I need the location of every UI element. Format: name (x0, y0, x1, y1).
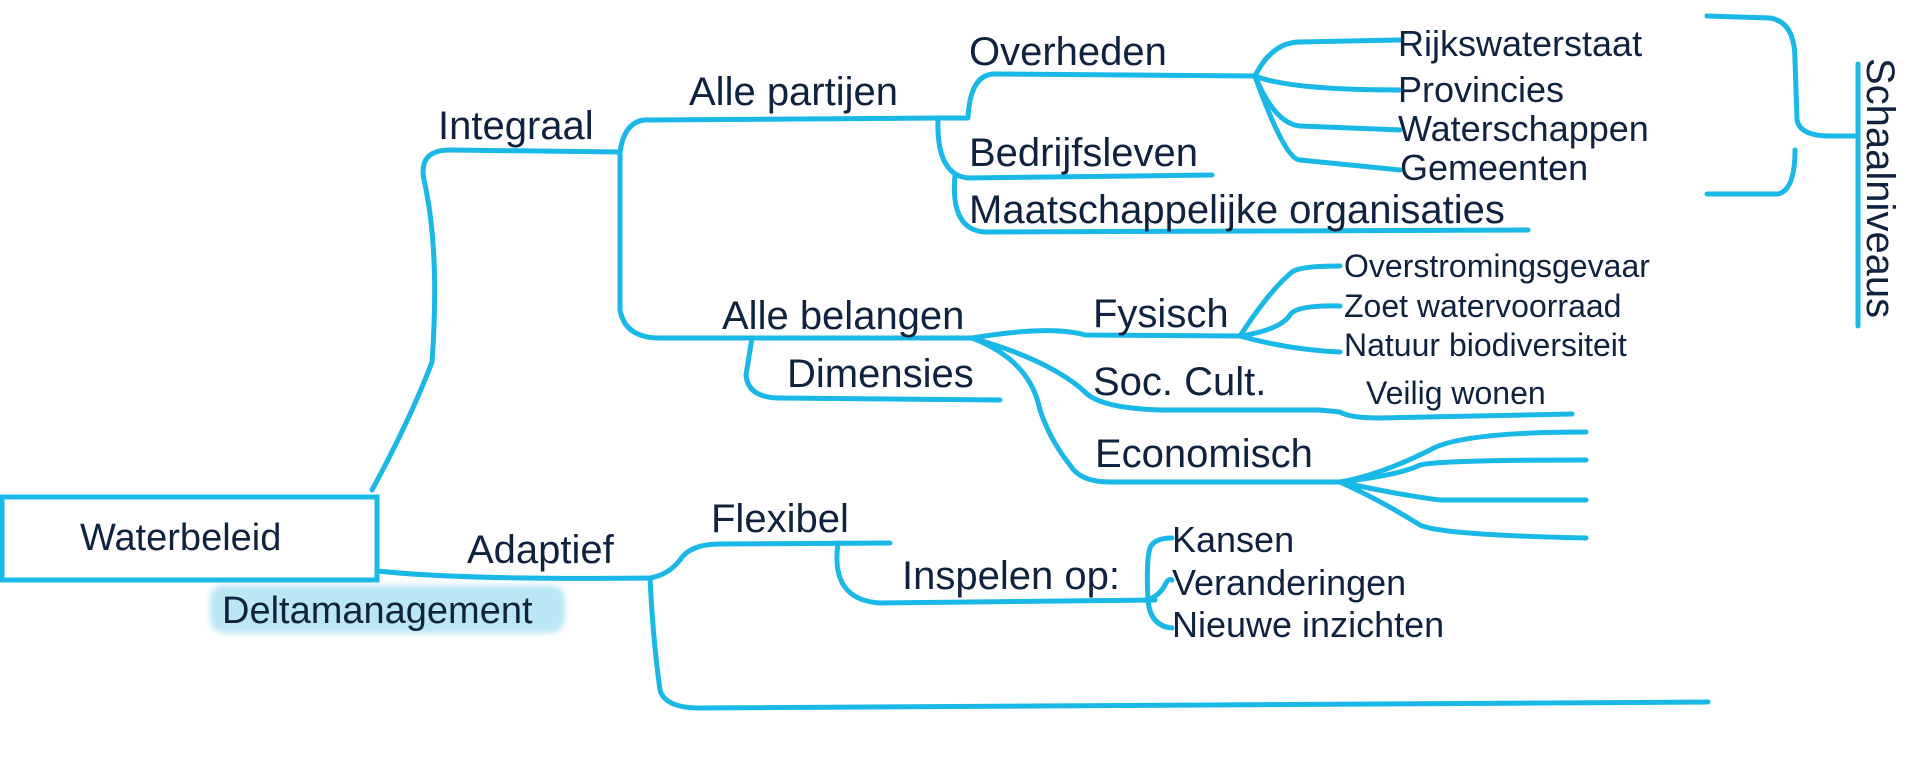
leaf-natuur-biodiversiteit: Natuur biodiversiteit (1344, 327, 1627, 363)
branch-overheden (935, 71, 1258, 121)
label-schaalniveaus: Schaalniveaus (1858, 58, 1902, 319)
branch-bedrijfsleven (935, 115, 1215, 181)
leaf-zoet-watervoorraad: Zoet watervoorraad (1344, 288, 1622, 324)
leaf-nieuwe-inzichten: Nieuwe inzichten (1172, 604, 1445, 645)
branch-zoet-watervoorraad (1237, 303, 1343, 339)
node-fysisch: Fysisch (1093, 292, 1229, 336)
branch-veilig-wonen (1337, 409, 1575, 421)
deltamanagement-highlight (210, 585, 565, 633)
node-dimensies: Dimensies (787, 352, 974, 396)
branch-economisch (969, 335, 1343, 485)
root-label: Waterbeleid (80, 517, 282, 559)
leaf-overstromingsgevaar: Overstromingsgevaar (1344, 248, 1650, 284)
branch-root-adaptief (375, 568, 653, 581)
leaf-provincies: Provincies (1398, 69, 1565, 110)
root-box (0, 494, 380, 583)
branch-economisch-leaf-4 (1337, 479, 1589, 541)
leaf-rijkswaterstaat: Rijkswaterstaat (1398, 23, 1643, 64)
branch-fysisch (969, 328, 1243, 341)
node-inspelen-op: Inspelen op: (902, 554, 1120, 598)
branch-veranderingen (1145, 577, 1175, 603)
node-adaptief: Adaptief (467, 528, 614, 572)
branch-integraal-alle-belangen (617, 149, 975, 341)
branch-inspelen (834, 540, 1158, 606)
branch-integraal-alle-partijen (617, 115, 941, 155)
branch-provincies (1252, 73, 1403, 93)
branch-maatschappelijk (951, 172, 1531, 235)
branch-flexibel (647, 540, 893, 581)
schaalniveaus-label-wrap: Schaalniveaus (1858, 58, 1902, 328)
branch-overstromingsgevaar (1237, 263, 1343, 339)
leaf-veilig-wonen: Veilig wonen (1366, 375, 1546, 411)
branch-economisch-leaf-3 (1337, 479, 1589, 503)
branch-rijkswaterstaat (1252, 37, 1403, 79)
node-soc-cult: Soc. Cult. (1093, 360, 1267, 404)
branch-gemeenten (1252, 73, 1403, 173)
node-bedrijfsleven: Bedrijfsleven (969, 131, 1199, 175)
leaf-veranderingen: Veranderingen (1172, 562, 1407, 603)
branch-economisch-leaf-2 (1337, 457, 1589, 485)
bracket-schaalniveaus (1704, 13, 1861, 197)
branch-kansen (1144, 535, 1175, 603)
node-maatschappelijk: Maatschappelijke organisaties (969, 188, 1505, 232)
node-alle-belangen: Alle belangen (722, 294, 965, 338)
node-economisch: Economisch (1095, 432, 1313, 476)
branch-soc-cult (969, 335, 1343, 415)
node-alle-partijen: Alle partijen (689, 70, 899, 114)
node-integraal: Integraal (438, 104, 594, 148)
leaf-kansen: Kansen (1172, 519, 1295, 560)
node-overheden: Overheden (969, 30, 1167, 74)
root-tag: Deltamanagement (222, 590, 533, 632)
branch-nieuwe-inzichten (1145, 597, 1175, 631)
branch-natuur-biodiversiteit (1237, 333, 1343, 355)
leaf-gemeenten: Gemeenten (1400, 147, 1589, 188)
branch-adaptief-long (647, 575, 1711, 711)
leaf-waterschappen: Waterschappen (1398, 108, 1649, 149)
branch-root-integraal (369, 147, 623, 493)
branch-dimensies (743, 335, 1003, 403)
branch-economisch-leaf-1 (1337, 429, 1589, 485)
node-flexibel: Flexibel (711, 497, 849, 541)
